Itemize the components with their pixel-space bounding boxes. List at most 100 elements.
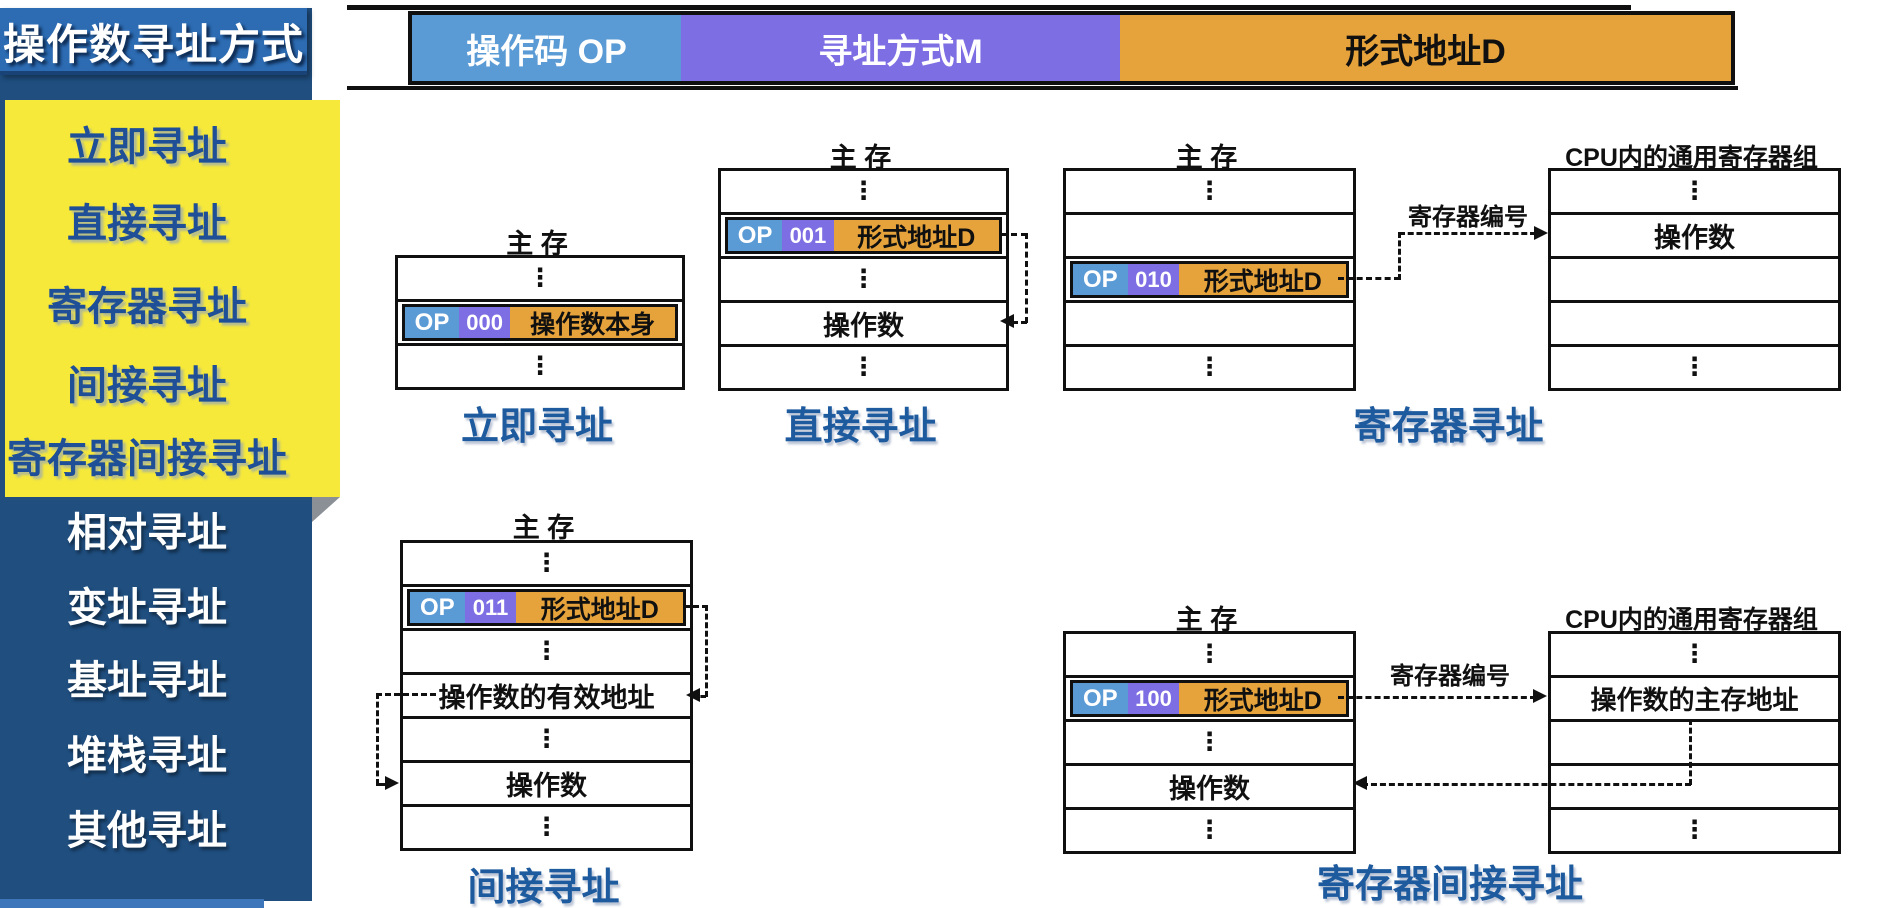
memory-table-direct: ⋮ OP 001 形式地址D ⋮ 操作数 ⋮	[718, 168, 1009, 391]
connector-dash	[1399, 232, 1536, 235]
memory-row-dots: ⋮	[527, 264, 553, 292]
memory-row-operand: 操作数	[403, 760, 690, 804]
memory-row-dots: ⋮	[851, 177, 876, 205]
memory-row-dots: ⋮	[403, 628, 690, 672]
mode-bits-cell: 000	[459, 307, 511, 338]
memory-row-operand: 操作数	[721, 300, 1006, 344]
instruction-word: OP 010 形式地址D	[1070, 261, 1349, 298]
memory-row-effective-address: 操作数的有效地址	[403, 672, 690, 716]
connector-dash	[1338, 277, 1400, 280]
op-cell: OP	[1073, 683, 1128, 714]
caption-register-indirect: 寄存器间接寻址	[1316, 864, 1583, 906]
connector-dash	[376, 783, 388, 786]
mode-bits-cell: 100	[1127, 683, 1180, 714]
connector-dash	[1338, 696, 1536, 699]
sidebar-item-indirect: 间接寻址	[67, 364, 227, 408]
register-number-label: 寄存器编号	[1408, 204, 1528, 231]
format-bar-top-rule	[347, 5, 1631, 10]
page-title: 操作数寻址方式	[2, 21, 304, 68]
sidebar-item-register: 寄存器寻址	[47, 285, 247, 329]
address-cell: 操作数本身	[510, 307, 675, 339]
register-row-dots: ⋮	[1682, 177, 1707, 205]
connector-dash	[376, 693, 436, 696]
register-bank-title: CPU内的通用寄存器组	[1565, 606, 1818, 634]
address-cell: 形式地址D	[833, 220, 999, 252]
arrowhead-left-icon	[1000, 314, 1014, 328]
memory-row-instruction: OP 100 形式地址D	[1066, 675, 1353, 719]
address-cell: 形式地址D	[516, 592, 683, 624]
sidebar-item-stack: 堆栈寻址	[67, 734, 227, 778]
connector-dash	[1398, 232, 1401, 280]
register-row-memory-address: 操作数的主存地址	[1551, 675, 1838, 719]
memory-row-operand: 操作数	[1066, 763, 1353, 807]
op-cell: OP	[405, 307, 459, 338]
memory-table-indirect: ⋮ OP 011 形式地址D ⋮ 操作数的有效地址 ⋮ 操作数 ⋮	[400, 540, 693, 851]
mode-bits-cell: 001	[782, 220, 834, 251]
memory-title: 主 存	[1175, 605, 1238, 635]
address-cell: 形式地址D	[1179, 683, 1346, 715]
format-bar-bottom-rule	[347, 86, 1738, 90]
sidebar-item-base: 基址寻址	[67, 659, 227, 703]
connector-dash	[1025, 233, 1028, 323]
connector-dash	[1689, 719, 1692, 785]
memory-row-dots: ⋮	[1066, 807, 1353, 851]
sidebar-note-fold-corner	[312, 497, 340, 522]
arrowhead-left-icon	[686, 688, 700, 702]
sidebar-item-register-indirect: 寄存器间接寻址	[7, 437, 287, 481]
connector-dash	[705, 605, 708, 697]
mode-bits-cell: 011	[464, 592, 517, 623]
memory-row-dots: ⋮	[1066, 344, 1353, 388]
register-row-dots: ⋮	[1551, 807, 1838, 851]
memory-table-register: ⋮ OP 010 形式地址D ⋮	[1063, 168, 1356, 391]
caption-immediate: 立即寻址	[460, 406, 613, 448]
instruction-word: OP 000 操作数本身	[402, 304, 678, 341]
memory-row-instruction: OP 010 形式地址D	[1066, 256, 1353, 300]
caption-indirect: 间接寻址	[467, 867, 620, 908]
memory-row-dots: ⋮	[534, 549, 559, 577]
memory-row-dots: ⋮	[1197, 177, 1222, 205]
memory-table-immediate: ⋮ OP 000 操作数本身 ⋮	[395, 255, 685, 390]
instruction-word: OP 100 形式地址D	[1070, 680, 1349, 717]
connector-dash	[1012, 321, 1027, 324]
memory-row-empty	[1066, 300, 1353, 344]
instruction-word: OP 011 形式地址D	[407, 589, 686, 626]
addressing-mode-field: 寻址方式M	[681, 15, 1120, 81]
memory-title: 主 存	[512, 513, 575, 543]
sidebar-highlight-note	[5, 100, 340, 497]
memory-row-instruction: OP 000 操作数本身	[398, 299, 682, 343]
register-row-empty	[1551, 256, 1838, 300]
register-row-operand: 操作数	[1551, 212, 1838, 256]
connector-dash	[1001, 233, 1027, 236]
arrowhead-right-icon	[385, 776, 399, 790]
arrowhead-left-icon	[1353, 776, 1367, 790]
memory-row-dots: ⋮	[721, 344, 1006, 388]
sidebar-item-other: 其他寻址	[67, 809, 227, 853]
memory-row-dots: ⋮	[1197, 640, 1222, 668]
register-row-empty	[1551, 300, 1838, 344]
caption-direct: 直接寻址	[784, 406, 937, 448]
connector-dash	[376, 693, 379, 785]
memory-row-dots: ⋮	[403, 804, 690, 848]
register-row-empty	[1551, 719, 1838, 763]
memory-row-dots: ⋮	[1066, 719, 1353, 763]
sidebar-item-indexed: 变址寻址	[67, 586, 227, 630]
connector-dash	[684, 605, 708, 608]
address-cell: 形式地址D	[1179, 264, 1346, 296]
opcode-field: 操作码 OP	[412, 15, 681, 81]
memory-row-instruction: OP 011 形式地址D	[403, 584, 690, 628]
op-cell: OP	[410, 592, 465, 623]
arrowhead-right-icon	[1534, 226, 1548, 240]
op-cell: OP	[728, 220, 783, 251]
register-number-label: 寄存器编号	[1390, 663, 1510, 690]
memory-table-register-indirect: ⋮ OP 100 形式地址D ⋮ 操作数 ⋮	[1063, 631, 1356, 854]
memory-row-empty	[1066, 212, 1353, 256]
caption-register: 寄存器寻址	[1353, 406, 1544, 448]
sidebar-header: 操作数寻址方式	[0, 8, 307, 75]
mode-bits-cell: 010	[1127, 264, 1180, 295]
op-cell: OP	[1073, 264, 1128, 295]
memory-row-dots: ⋮	[398, 343, 682, 387]
memory-row-dots: ⋮	[721, 256, 1006, 300]
sidebar-item-immediate: 立即寻址	[67, 125, 227, 169]
register-row-dots: ⋮	[1551, 344, 1838, 388]
